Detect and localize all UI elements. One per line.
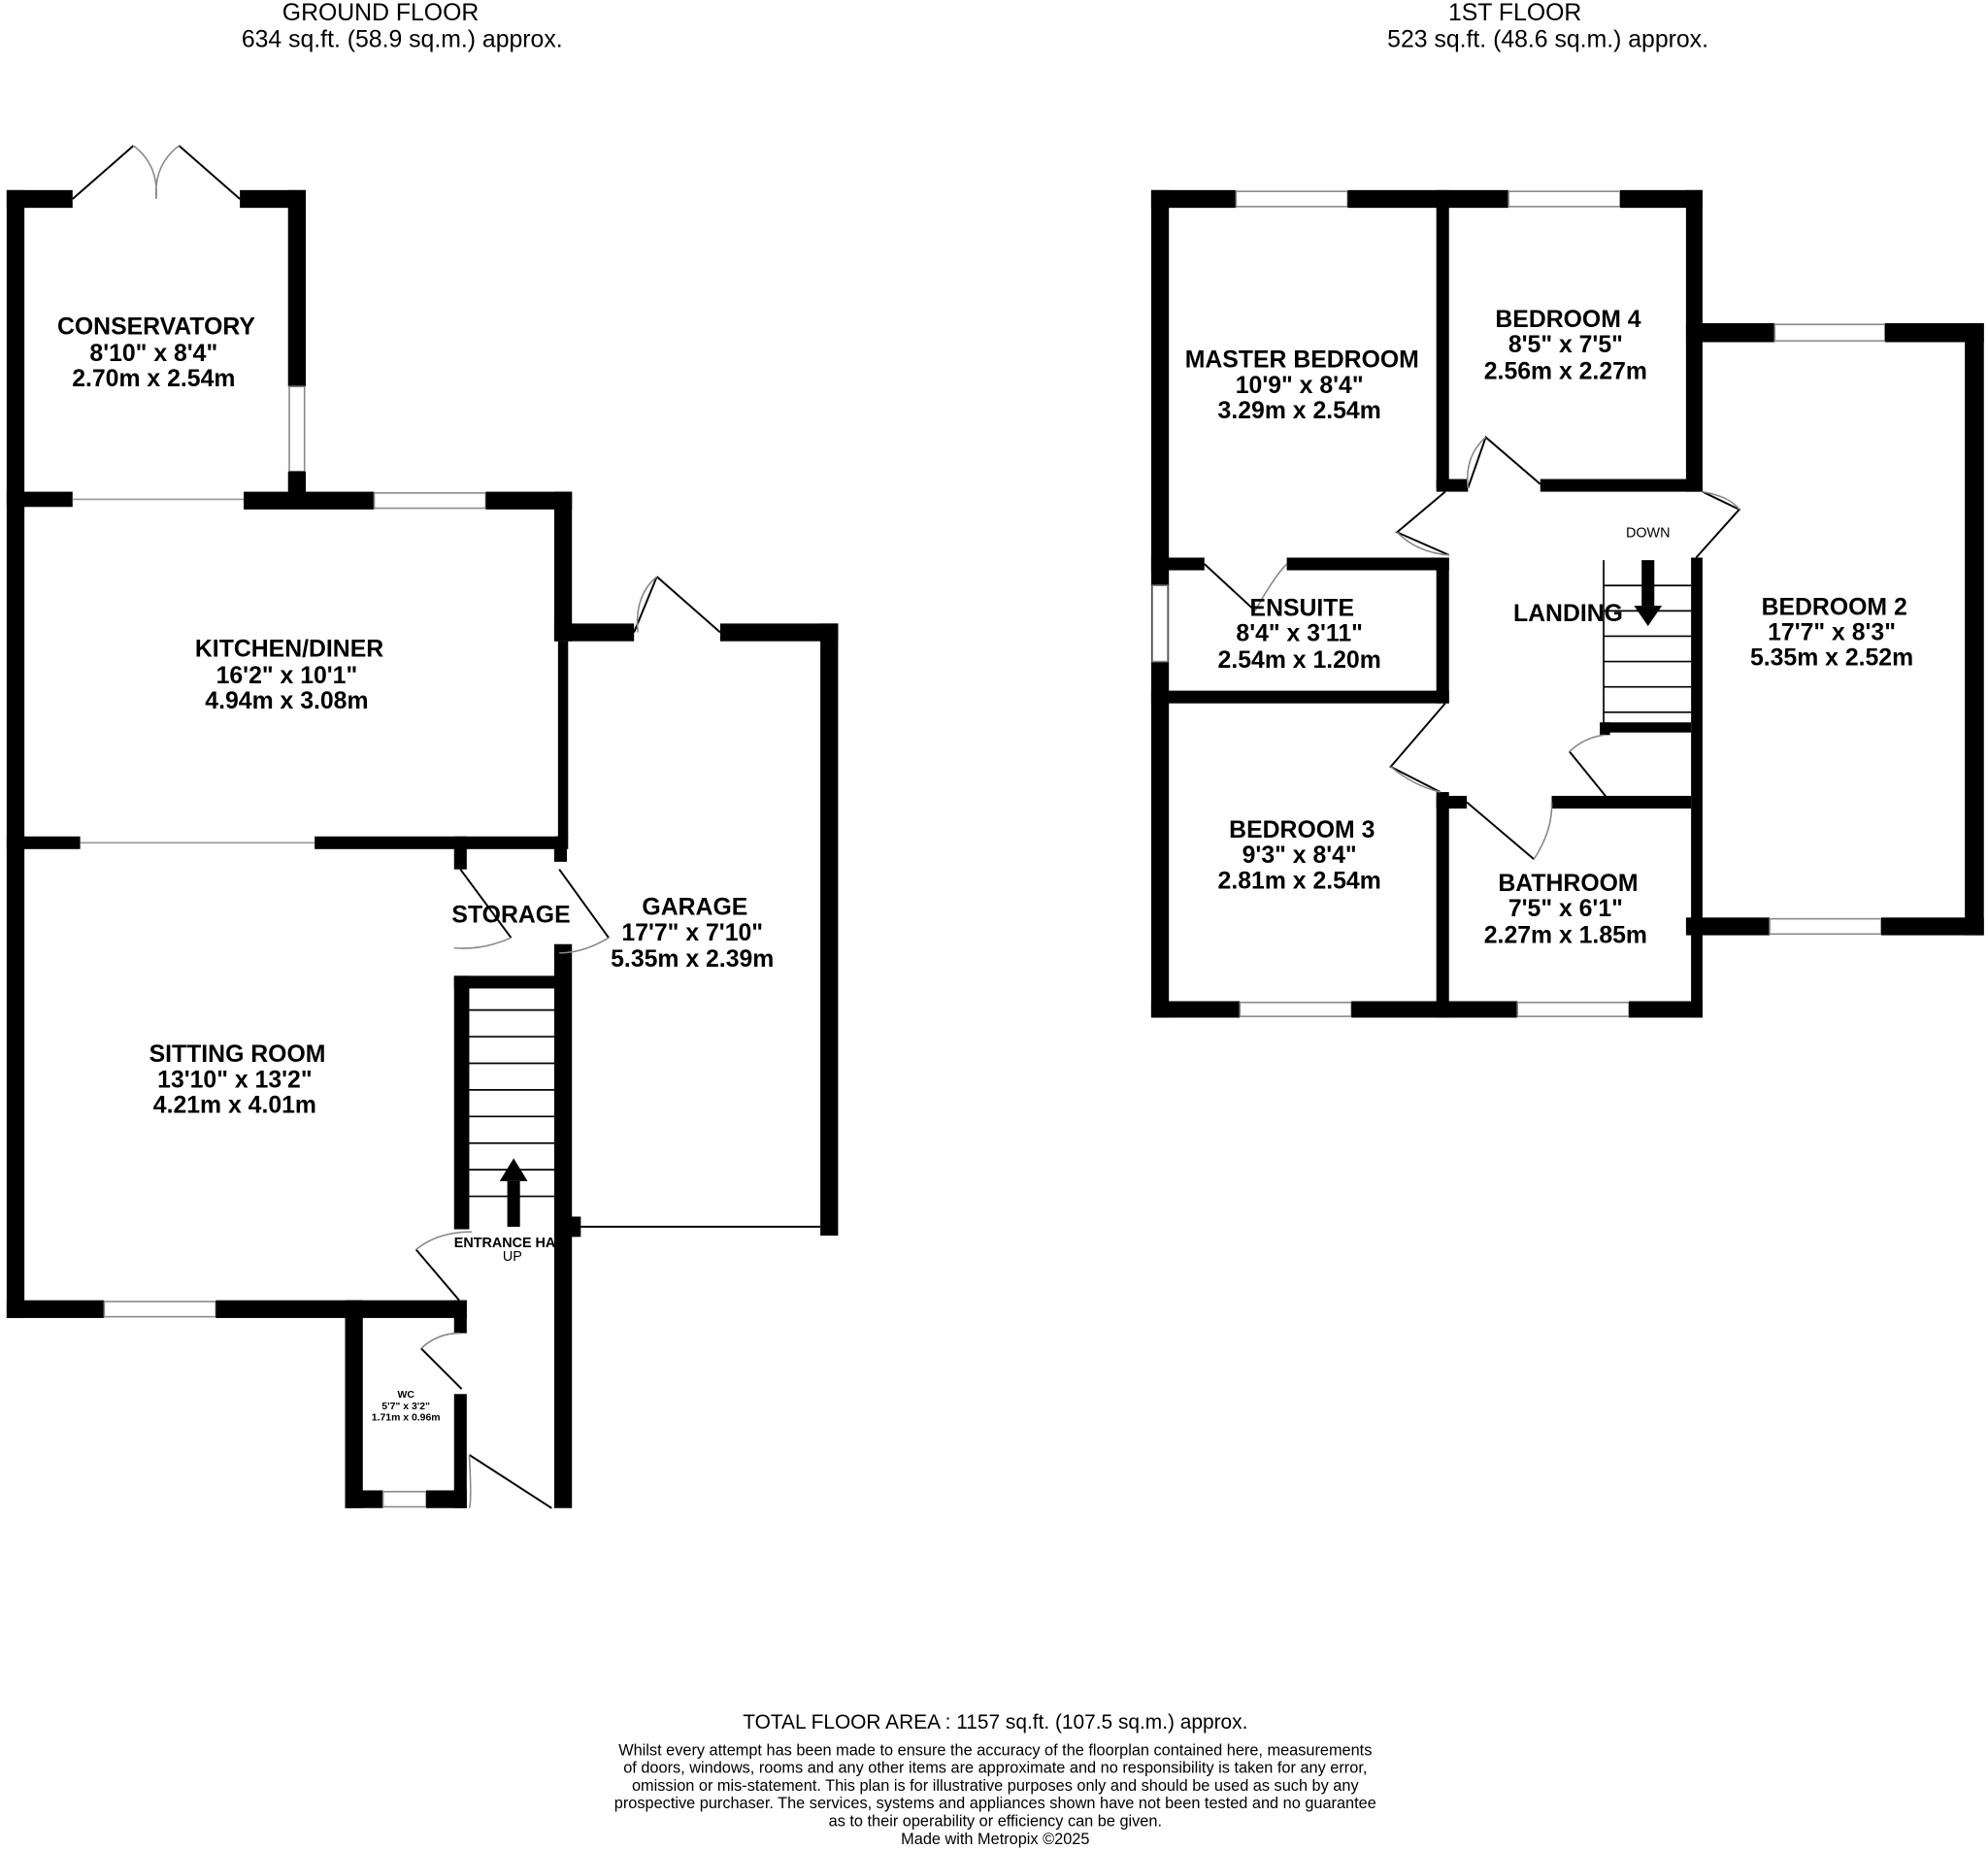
room-imperial: 17'7" x 7'10"	[621, 920, 763, 946]
room-name: ENSUITE	[1250, 596, 1354, 622]
room-master-bedroom: MASTER BEDROOM 10'9" x 8'4" 3.29m x 2.54…	[1185, 347, 1419, 424]
room-bathroom: BATHROOM 7'5" x 6'1" 2.27m x 1.85m	[1484, 871, 1647, 949]
room-imperial: 9'3" x 8'4"	[1242, 842, 1357, 869]
room-name: MASTER BEDROOM	[1185, 347, 1419, 374]
room-imperial: 5'7" x 3'2"	[381, 1402, 430, 1412]
ground-floor-stairs	[469, 1008, 554, 1227]
room-imperial: 8'10" x 8'4"	[89, 341, 217, 367]
room-name: BEDROOM 2	[1762, 594, 1907, 620]
ground-floor-doors	[72, 145, 721, 1509]
disclaimer-line: prospective purchaser. The services, sys…	[614, 1795, 1376, 1812]
room-metric: 1.71m x 0.96m	[372, 1413, 441, 1424]
room-metric: 4.21m x 4.01m	[153, 1092, 316, 1118]
room-metric: 5.35m x 2.39m	[611, 946, 774, 973]
footer: TOTAL FLOOR AREA : 1157 sq.ft. (107.5 sq…	[614, 1711, 1376, 1848]
room-metric: 2.54m x 1.20m	[1218, 647, 1381, 674]
room-metric: 2.56m x 2.27m	[1484, 358, 1647, 384]
room-metric: 3.29m x 2.54m	[1218, 398, 1381, 424]
first-floor-area: 523 sq.ft. (48.6 sq.m.) approx.	[1387, 26, 1708, 52]
room-metric: 5.35m x 2.52m	[1750, 644, 1913, 671]
total-floor-area: TOTAL FLOOR AREA : 1157 sq.ft. (107.5 sq…	[743, 1711, 1247, 1733]
stairs-up-label: UP	[503, 1249, 522, 1265]
room-name: GARAGE	[642, 895, 747, 921]
room-metric: 4.94m x 3.08m	[205, 688, 368, 714]
first-floor-walls	[1150, 189, 1984, 1018]
room-wc: WC 5'7" x 3'2" 1.71m x 0.96m	[372, 1390, 441, 1424]
room-ensuite: ENSUITE 8'4" x 3'11" 2.54m x 1.20m	[1218, 596, 1381, 675]
ground-floor-area: 634 sq.ft. (58.9 sq.m.) approx.	[242, 26, 563, 52]
room-kitchen-diner: KITCHEN/DINER 16'2" x 10'1" 4.94m x 3.08…	[195, 636, 383, 714]
room-metric: 2.27m x 1.85m	[1484, 922, 1647, 948]
room-bedroom-2: BEDROOM 2 17'7" x 8'3" 5.35m x 2.52m	[1750, 594, 1913, 671]
stairs-down-label: DOWN	[1626, 526, 1670, 542]
room-name: BEDROOM 4	[1495, 307, 1640, 333]
room-imperial: 8'5" x 7'5"	[1508, 332, 1623, 358]
room-storage: STORAGE	[451, 903, 570, 929]
room-name: BEDROOM 3	[1229, 817, 1375, 843]
room-name: LANDING	[1513, 601, 1623, 627]
room-name: WC	[397, 1390, 414, 1401]
disclaimer-line: of doors, windows, rooms and any other i…	[623, 1760, 1367, 1777]
ground-floor-walls	[6, 189, 839, 1508]
room-imperial: 16'2" x 10'1"	[216, 663, 358, 689]
room-name: STORAGE	[451, 903, 570, 929]
room-imperial: 7'5" x 6'1"	[1508, 896, 1623, 922]
room-imperial: 17'7" x 8'3"	[1768, 619, 1896, 645]
room-name: ENTRANCE HA	[454, 1236, 556, 1251]
room-name: SITTING ROOM	[149, 1041, 326, 1068]
room-imperial: 10'9" x 8'4"	[1236, 373, 1364, 399]
room-conservatory: CONSERVATORY 8'10" x 8'4" 2.70m x 2.54m	[57, 314, 255, 393]
ground-floor-title: GROUND FLOOR	[282, 0, 480, 26]
room-name: CONSERVATORY	[57, 314, 255, 341]
credit: Made with Metropix ©2025	[901, 1831, 1089, 1848]
room-sitting-room: SITTING ROOM 13'10" x 13'2" 4.21m x 4.01…	[149, 1041, 326, 1118]
room-name: BATHROOM	[1498, 871, 1638, 897]
disclaimer-line: omission or mis-statement. This plan is …	[632, 1777, 1359, 1795]
room-imperial: 8'4" x 3'11"	[1236, 621, 1362, 647]
first-floor-title: 1ST FLOOR	[1448, 0, 1581, 26]
disclaimer-line: Whilst every attempt has been made to en…	[618, 1741, 1372, 1759]
room-metric: 2.70m x 2.54m	[72, 366, 235, 392]
room-imperial: 13'10" x 13'2"	[157, 1067, 312, 1093]
room-landing: LANDING DOWN	[1513, 526, 1670, 627]
room-metric: 2.81m x 2.54m	[1218, 868, 1381, 894]
room-bedroom-3: BEDROOM 3 9'3" x 8'4" 2.81m x 2.54m	[1218, 817, 1381, 894]
room-entrance-hall: ENTRANCE HA UP	[454, 1236, 556, 1265]
room-name: KITCHEN/DINER	[195, 636, 383, 662]
room-garage: GARAGE 17'7" x 7'10" 5.35m x 2.39m	[611, 895, 774, 974]
room-bedroom-4: BEDROOM 4 8'5" x 7'5" 2.56m x 2.27m	[1484, 307, 1647, 385]
first-floor-stairs	[1603, 560, 1692, 723]
first-floor-doors	[1204, 435, 1741, 861]
disclaimer-line: as to their operability or efficiency ca…	[829, 1812, 1162, 1830]
